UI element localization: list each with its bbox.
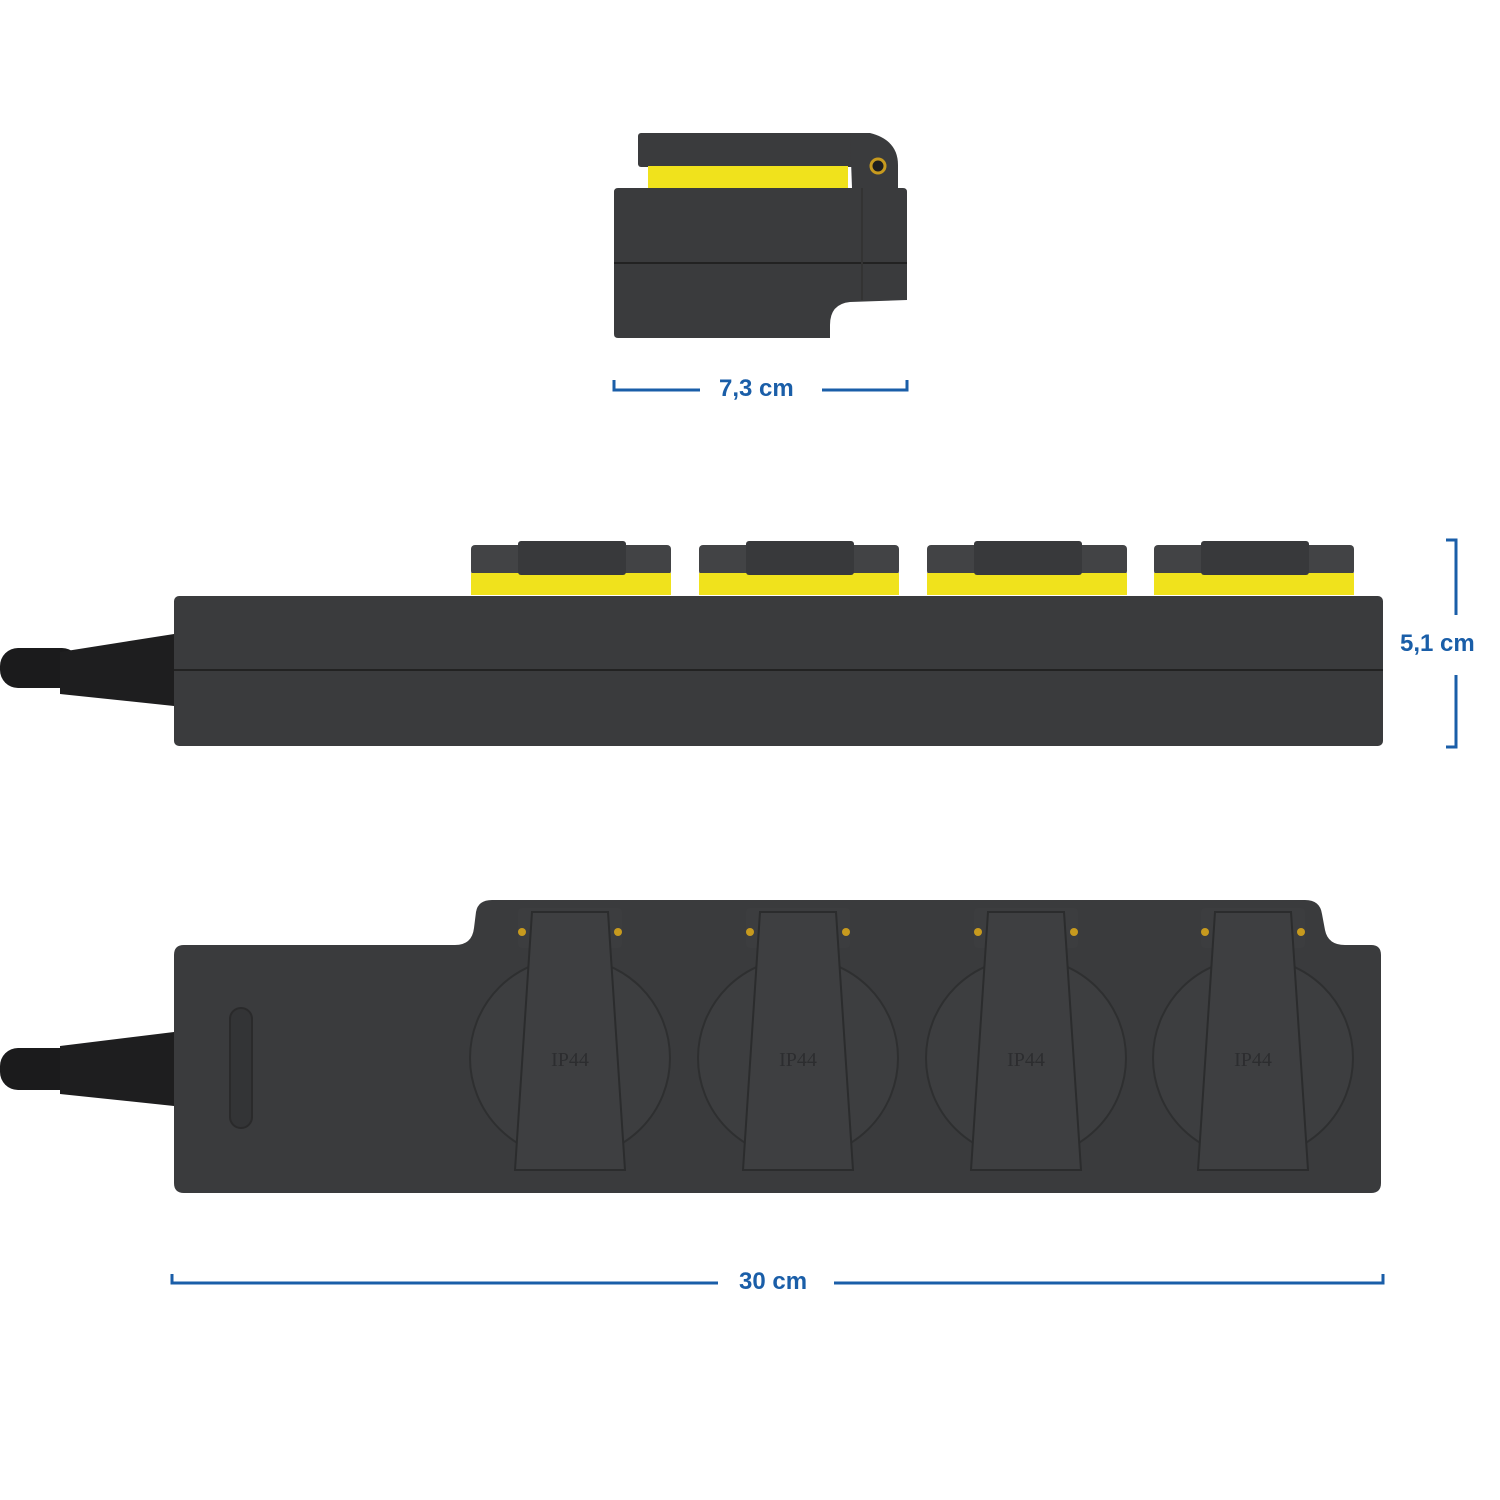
height-dimension-line (1446, 538, 1458, 749)
side-socket (699, 541, 899, 595)
hinge-pin-icon (869, 157, 887, 175)
height-label: 5,1 cm (1398, 630, 1477, 658)
yellow-ring (699, 573, 899, 595)
ip-rating-label: IP44 (1234, 1049, 1272, 1071)
top-view: IP44 IP44 IP44 IP44 (0, 900, 1381, 1193)
side-socket (927, 541, 1127, 595)
depth-dimension-line (612, 380, 909, 392)
side-socket (471, 541, 671, 595)
ip-rating-label: IP44 (551, 1049, 589, 1071)
cable-strain-relief (60, 634, 174, 706)
yellow-ring (648, 166, 848, 188)
socket-lid (746, 541, 854, 575)
socket-flap[interactable] (513, 911, 627, 1171)
yellow-ring (927, 573, 1127, 595)
cable-strain-relief (60, 1032, 174, 1106)
socket-lid (1201, 541, 1309, 575)
socket-flap[interactable] (741, 911, 855, 1171)
side-view (0, 541, 1383, 746)
socket[interactable]: IP44 (1152, 908, 1354, 1171)
socket[interactable]: IP44 (925, 908, 1127, 1171)
socket[interactable]: IP44 (697, 908, 899, 1171)
indicator-slot (229, 1007, 253, 1129)
socket-flap[interactable] (969, 911, 1083, 1171)
socket-lid (974, 541, 1082, 575)
depth-label: 7,3 cm (711, 375, 802, 403)
ip-rating-label: IP44 (1007, 1049, 1045, 1071)
yellow-ring (471, 573, 671, 595)
socket[interactable]: IP44 (469, 908, 671, 1171)
side-socket (1154, 541, 1354, 595)
lid (638, 133, 868, 167)
length-dimension-line (170, 1274, 1385, 1285)
ip-rating-label: IP44 (779, 1049, 817, 1071)
yellow-ring (1154, 573, 1354, 595)
end-view (614, 133, 907, 338)
length-label: 30 cm (731, 1268, 816, 1296)
socket-lid (518, 541, 626, 575)
socket-flap[interactable] (1196, 911, 1310, 1171)
